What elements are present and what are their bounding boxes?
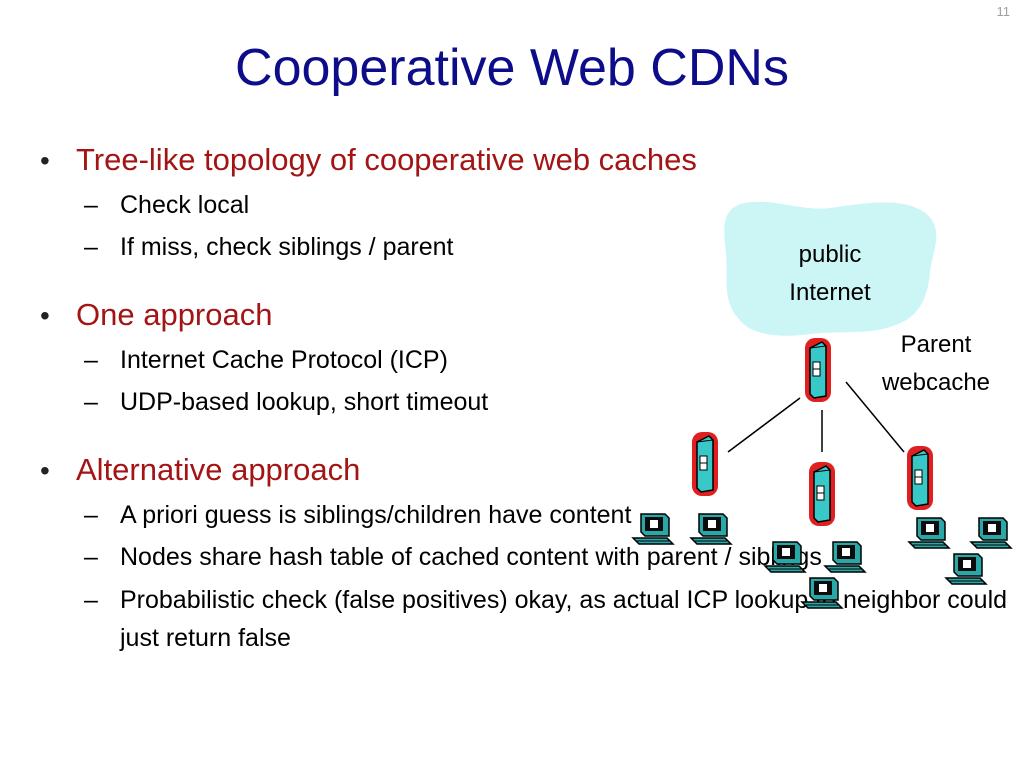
dash-icon: – (84, 543, 98, 571)
bullet-heading: • Tree-like topology of cooperative web … (40, 140, 1020, 181)
sub-bullet: – A priori guess is siblings/children ha… (40, 497, 1020, 533)
sub-bullet-text: Probabilistic check (false positives) ok… (120, 586, 1008, 652)
bullet-heading-text: Alternative approach (76, 452, 361, 487)
sub-bullet: – Internet Cache Protocol (ICP) (40, 342, 1020, 378)
sub-bullet-text: Internet Cache Protocol (ICP) (120, 346, 448, 374)
bullet-heading: • Alternative approach (40, 450, 1020, 491)
bullet-list: • Tree-like topology of cooperative web … (40, 140, 1020, 679)
dash-icon: – (84, 388, 98, 416)
dash-icon: – (84, 586, 98, 614)
slide-number: 11 (996, 4, 1011, 19)
sub-bullet-text: A priori guess is siblings/children have… (120, 501, 632, 529)
dash-icon: – (84, 233, 98, 261)
section-one-approach: • One approach – Internet Cache Protocol… (40, 295, 1020, 420)
bullet-heading: • One approach (40, 295, 1020, 336)
section-topology: • Tree-like topology of cooperative web … (40, 140, 1020, 265)
dash-icon: – (84, 191, 98, 219)
sub-bullet: – Nodes share hash table of cached conte… (40, 539, 1020, 575)
bullet-icon: • (40, 300, 50, 331)
sub-bullet-text: If miss, check siblings / parent (120, 233, 454, 261)
bullet-heading-text: Tree-like topology of cooperative web ca… (76, 142, 697, 177)
section-alternative: • Alternative approach – A priori guess … (40, 450, 1020, 657)
sub-bullet: – If miss, check siblings / parent (40, 229, 1020, 265)
dash-icon: – (84, 346, 98, 374)
sub-bullet: – UDP-based lookup, short timeout (40, 384, 1020, 420)
bullet-icon: • (40, 455, 50, 486)
slide-title: Cooperative Web CDNs (235, 39, 789, 97)
bullet-heading-text: One approach (76, 297, 273, 332)
sub-bullet: – Check local (40, 187, 1020, 223)
bullet-icon: • (40, 145, 50, 176)
sub-bullet-text: Nodes share hash table of cached content… (120, 543, 822, 571)
dash-icon: – (84, 501, 98, 529)
sub-bullet: – Probabilistic check (false positives) … (40, 581, 1020, 657)
sub-bullet-text: UDP-based lookup, short timeout (120, 388, 489, 416)
sub-bullet-text: Check local (120, 191, 250, 219)
